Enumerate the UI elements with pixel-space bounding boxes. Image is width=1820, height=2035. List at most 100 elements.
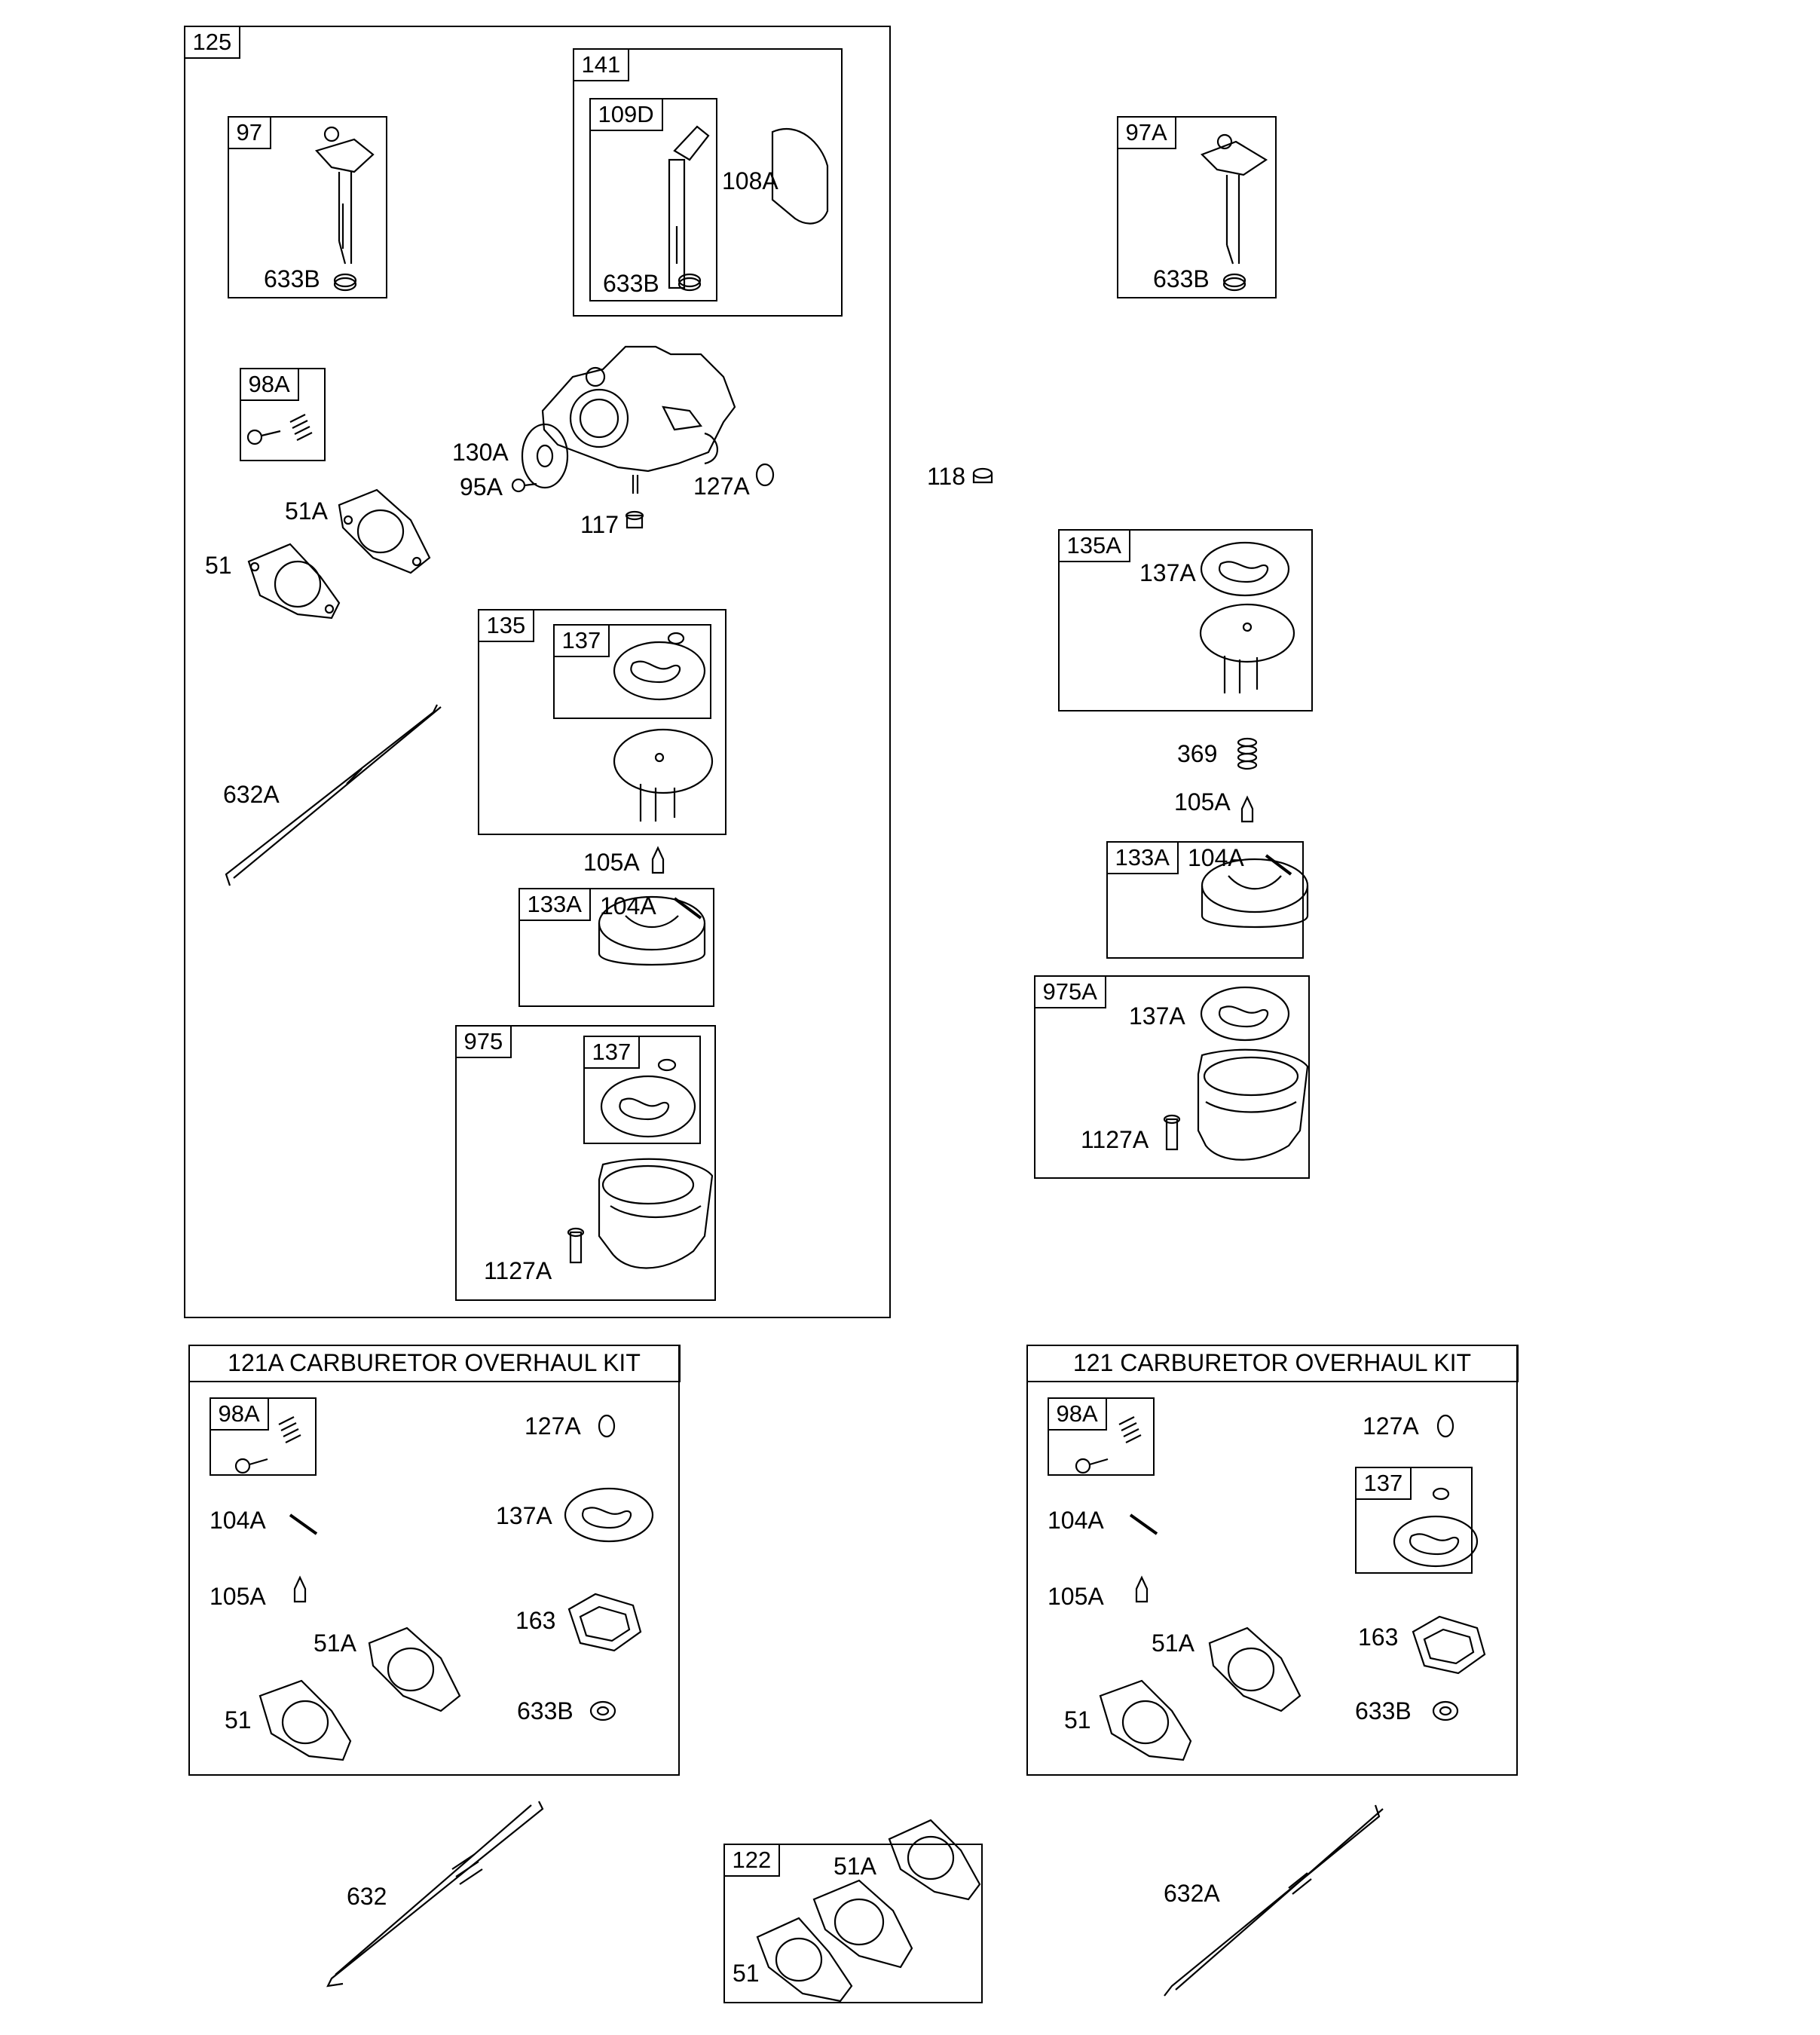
kit-121-98a-box: 98A xyxy=(1047,1397,1155,1476)
box-label: 97 xyxy=(227,115,271,149)
kit-121a-parts xyxy=(234,1414,654,1761)
callout-label: 51 xyxy=(1064,1706,1091,1734)
callout-label: 104A xyxy=(1188,844,1244,871)
box-label: 125 xyxy=(183,25,241,59)
callout-label: 105A xyxy=(210,1583,266,1610)
callout-label: 104A xyxy=(210,1507,266,1534)
float-bowl-975a-part xyxy=(1197,1048,1309,1161)
box-label: 135 xyxy=(477,608,535,642)
gasket-51a-part xyxy=(338,488,431,574)
kit-121-title: 121 CARBURETOR OVERHAUL KIT xyxy=(1026,1344,1519,1382)
assembly-975-box: 975 xyxy=(454,1024,716,1301)
callout-label: 137A xyxy=(496,1502,552,1529)
throttle-shaft-97-part xyxy=(315,126,375,292)
callout-label: 1127A xyxy=(1081,1126,1149,1153)
callout-label: 127A xyxy=(1363,1412,1419,1440)
governor-rod-632a-part xyxy=(225,704,442,886)
assembly-135-box: 135 xyxy=(477,608,726,835)
box-label: 98A xyxy=(239,367,299,401)
box-label: 122 xyxy=(723,1843,781,1877)
screw-95a-part xyxy=(511,478,537,493)
box-label: 975A xyxy=(1033,975,1106,1008)
callout-label: 51 xyxy=(205,552,232,579)
assembly-975a-box: 975A xyxy=(1033,975,1310,1179)
spring-369-part xyxy=(1237,737,1258,770)
callout-label: 632 xyxy=(347,1883,387,1910)
float-133a-part xyxy=(598,895,706,966)
box-label: 141 xyxy=(572,47,630,81)
callout-label: 104A xyxy=(1048,1507,1104,1534)
callout-label: 633B xyxy=(264,265,320,292)
callout-label: 51A xyxy=(314,1630,356,1657)
gasket-137a-975a-part xyxy=(1200,986,1290,1042)
callout-label: 95A xyxy=(460,473,503,500)
box-label: 133A xyxy=(518,887,591,921)
needle-105a-right-part xyxy=(1240,795,1254,823)
callout-label: 633B xyxy=(517,1697,574,1724)
kit-121-137-box: 137 xyxy=(1354,1466,1473,1574)
callout-label: 51 xyxy=(733,1960,760,1987)
callout-label: 51A xyxy=(1152,1630,1194,1657)
callout-label: 633B xyxy=(1153,265,1210,292)
callout-label: 105A xyxy=(583,849,640,876)
assembly-122-box: 122 xyxy=(723,1843,983,2003)
callout-label: 105A xyxy=(1174,788,1231,816)
callout-label: 51A xyxy=(834,1853,876,1880)
pin-104a-part xyxy=(673,897,702,920)
plug-117-part xyxy=(625,510,644,529)
callout-label: 369 xyxy=(1177,740,1218,767)
callout-label: 105A xyxy=(1048,1583,1104,1610)
fuel-inlet-seat-135-part xyxy=(613,728,714,822)
box-label: 135A xyxy=(1057,528,1130,562)
assembly-133a-right-box: 133A xyxy=(1106,840,1304,959)
callout-label: 118 xyxy=(927,463,966,490)
assembly-97a-box: 97A xyxy=(1116,115,1277,298)
kit-121a-98a-box: 98A xyxy=(209,1397,317,1476)
kit-121a-box: 121A CARBURETOR OVERHAUL KIT xyxy=(188,1344,681,1776)
box-label: 97A xyxy=(1116,115,1176,149)
callout-label: 51A xyxy=(285,497,328,525)
callout-label: 163 xyxy=(515,1607,556,1634)
box-label: 137 xyxy=(1354,1466,1412,1500)
callout-label: 633B xyxy=(1355,1697,1412,1724)
callout-label: 104A xyxy=(600,892,656,920)
callout-label: 1127A xyxy=(484,1257,552,1284)
carburetor-body-part xyxy=(541,345,736,494)
assembly-98a-box: 98A xyxy=(239,367,326,461)
pin-104a-right-part xyxy=(1265,854,1292,876)
callout-label: 163 xyxy=(1358,1623,1399,1651)
callout-label: 117 xyxy=(580,511,619,538)
gasket-137-part xyxy=(613,632,706,701)
assembly-137-box: 137 xyxy=(552,623,711,719)
governor-rod-632a-bottom-part xyxy=(1164,1804,1384,1997)
needle-105a-part xyxy=(651,846,665,874)
gasket-set-122-part xyxy=(756,1819,981,2003)
callout-label: 130A xyxy=(452,439,509,466)
assembly-133a-box: 133A xyxy=(518,887,714,1007)
assembly-137-bowl-box: 137 xyxy=(583,1035,701,1144)
callout-label: 127A xyxy=(693,473,750,500)
assembly-135a-box: 135A xyxy=(1057,528,1313,711)
box-label: 137 xyxy=(583,1035,641,1069)
o-ring-127a-part xyxy=(755,463,775,487)
throttle-shaft-97a-part xyxy=(1201,133,1268,292)
box-label: 98A xyxy=(1047,1397,1107,1431)
assembly-125-box: 125 xyxy=(183,25,891,1318)
kit-121-parts xyxy=(1075,1414,1486,1761)
bowl-screw-1127a-right-part xyxy=(1163,1114,1181,1151)
box-label: 109D xyxy=(589,97,663,131)
callout-label: 108A xyxy=(722,167,778,194)
callout-label: 632A xyxy=(223,781,280,808)
gasket-137a-part xyxy=(1200,541,1290,597)
fuel-inlet-seat-135a-part xyxy=(1199,603,1295,693)
choke-shaft-109d-part xyxy=(668,125,710,292)
gasket-137-bowl-part xyxy=(600,1058,696,1138)
callout-label: 51 xyxy=(225,1706,252,1734)
gasket-130a-part xyxy=(521,423,569,489)
assembly-141-box: 141 xyxy=(572,47,843,317)
kit-121a-title: 121A CARBURETOR OVERHAUL KIT xyxy=(188,1344,681,1382)
assembly-97-box: 97 xyxy=(227,115,387,298)
governor-rod-632-part xyxy=(326,1801,544,1988)
callout-label: 632A xyxy=(1164,1880,1220,1907)
